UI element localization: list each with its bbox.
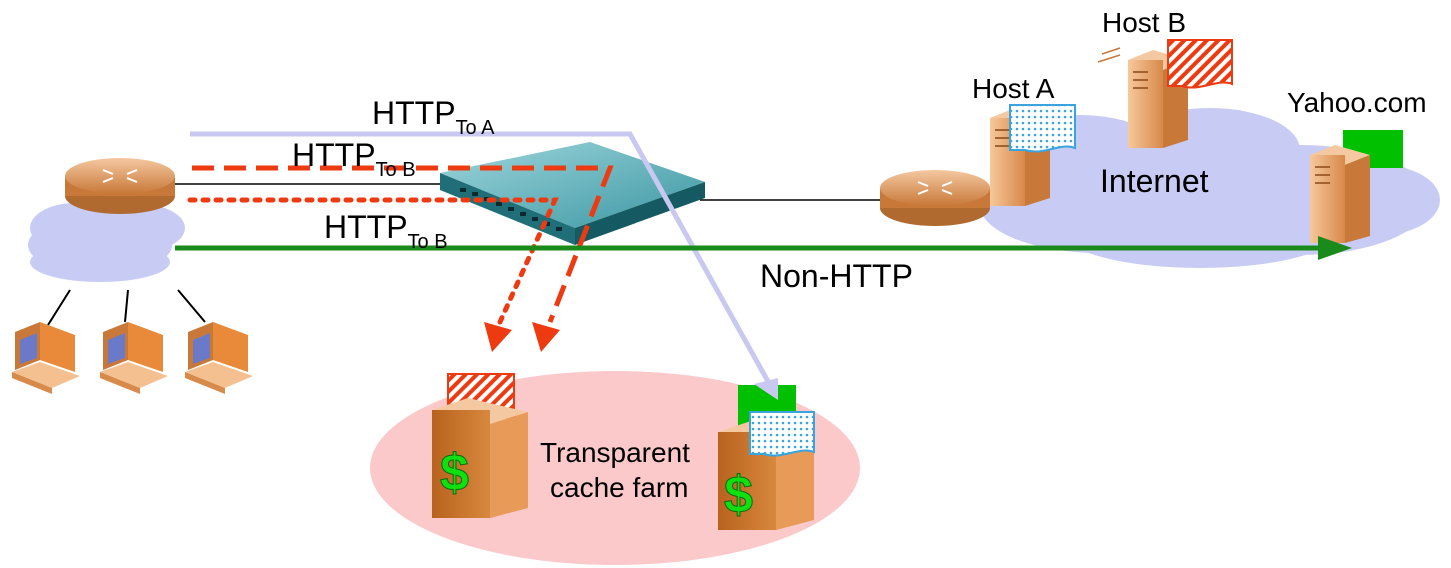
label-host-b: Host B [1102, 7, 1186, 38]
host-b-content-icon [1167, 39, 1233, 89]
svg-text:$: $ [724, 466, 753, 524]
label-host-a: Host A [972, 73, 1055, 104]
switch-icon [440, 142, 705, 245]
label-http-to-b-upper: HTTPTo B [292, 137, 416, 181]
internet-router-icon [880, 170, 990, 226]
workstation-icon [12, 322, 80, 394]
host-a-content-icon [1009, 104, 1076, 153]
lan-drops [47, 289, 206, 326]
host-a-server-icon [990, 104, 1076, 206]
cached-host-a-content-icon [749, 411, 815, 457]
host-b-server-icon [1097, 39, 1233, 148]
flow-non-http [175, 236, 1352, 260]
client-lan-cloud [28, 203, 185, 282]
svg-text:$: $ [440, 444, 469, 502]
label-non-http: Non-HTTP [760, 258, 913, 294]
flow-http-to-b-dashed [192, 165, 614, 352]
flow-http-to-b-dotted [187, 197, 559, 352]
router-icon [65, 158, 175, 214]
label-yahoo: Yahoo.com [1287, 87, 1427, 118]
label-cache-farm-line1: Transparent [540, 437, 690, 468]
workstation-icon [185, 322, 253, 394]
label-cache-farm-line2: cache farm [550, 472, 689, 503]
workstation-icon [100, 322, 168, 394]
yahoo-server-icon [1310, 130, 1403, 243]
cache-server-icon: $ [718, 385, 815, 530]
flow-http-to-a [190, 131, 778, 400]
cache-server-icon: $ [432, 373, 528, 518]
label-http-to-a: HTTPTo A [372, 95, 495, 139]
label-http-to-b-lower: HTTPTo B [324, 209, 448, 253]
label-internet: Internet [1100, 163, 1209, 199]
